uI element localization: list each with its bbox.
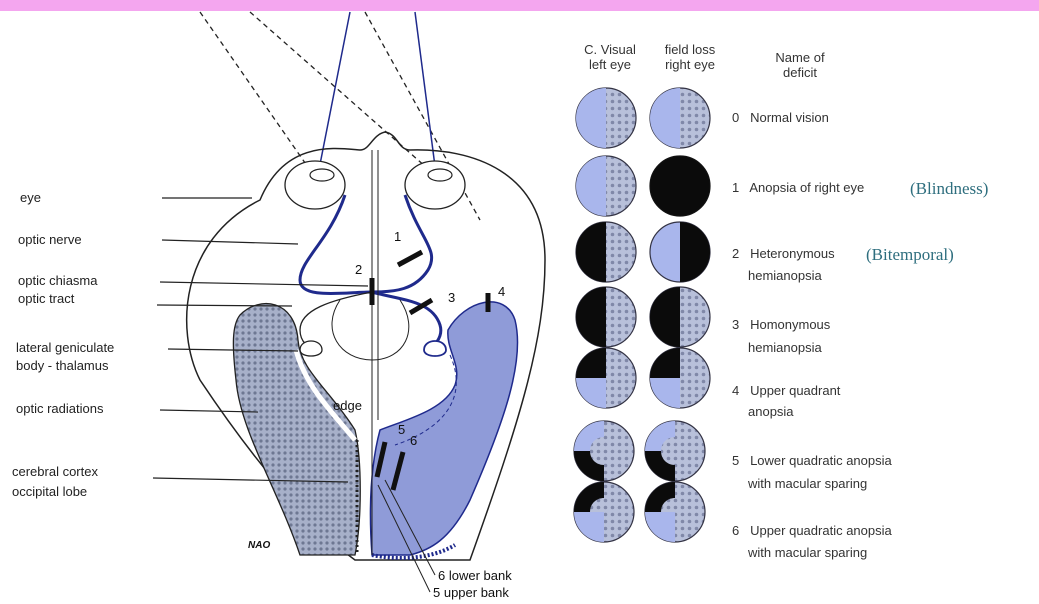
label-eye: eye: [20, 189, 41, 206]
right-optic-radiation: [370, 302, 517, 555]
header-right-eye: field loss right eye: [650, 42, 730, 72]
right-lateral-geniculate-body: [424, 341, 446, 356]
lesion-number-2: 2: [355, 262, 362, 277]
label-optic-radiations: optic radiations: [16, 400, 103, 417]
deficit-row-4-line2: anopsia: [748, 402, 794, 422]
label-optic-tract: optic tract: [18, 290, 74, 307]
deficit-number: 2: [732, 246, 739, 261]
deficit-row-3: 3 Homonymous: [732, 315, 830, 335]
dashed-ray-middle: [250, 12, 435, 175]
lesion-bar-1: [398, 252, 422, 265]
left-optic-radiation: [233, 304, 360, 555]
deficit-row-4: 4 Upper quadrant: [732, 381, 840, 401]
field-row-5: [574, 421, 705, 481]
deficit-name: Normal vision: [750, 110, 829, 125]
lower-bank-label: 6 lower bank: [438, 568, 512, 583]
deficit-row-2: 2 Heteronymous: [732, 244, 835, 264]
field-row-4: [576, 348, 710, 408]
header-col1-line1: C. Visual: [575, 42, 645, 57]
upper-bank-label: 5 upper bank: [433, 585, 509, 600]
lesion-number-3: 3: [448, 290, 455, 305]
deficit-number: 3: [732, 317, 739, 332]
field-row-6: [574, 482, 705, 542]
left-optic-nerve: [300, 195, 372, 294]
deficit-number: 4: [732, 383, 739, 398]
deficit-row-0: 0 Normal vision: [732, 108, 829, 128]
deficit-number: 6: [732, 523, 739, 538]
deficit-row-5: 5 Lower quadratic anopsia: [732, 451, 892, 471]
lesion-number-4: 4: [498, 284, 505, 299]
field-left-eye-2-loss: [576, 222, 606, 282]
deficit-number: 5: [732, 453, 739, 468]
lesion-number-6: 6: [410, 433, 417, 448]
field-right-eye-3-loss: [650, 287, 680, 347]
field-right-eye-4-loss: [650, 348, 680, 378]
artist-signature: NAO: [248, 540, 270, 551]
label-lgb-line2: body - thalamus: [16, 357, 109, 374]
label-cortex-line1: cerebral cortex: [12, 463, 98, 480]
header-col3-line2: deficit: [760, 65, 840, 80]
field-right-eye-4-lower: [650, 378, 680, 408]
header-left-eye: C. Visual left eye: [575, 42, 645, 72]
deficit-row-5-line2: with macular sparing: [748, 474, 867, 494]
field-left-eye-4-loss: [576, 348, 606, 378]
deficit-row-1: 1 Anopsia of right eye: [732, 178, 864, 198]
deficit-name: Lower quadratic anopsia: [750, 453, 892, 468]
label-cortex-line2: occipital lobe: [12, 483, 87, 500]
deficit-name: Anopsia of right eye: [749, 180, 864, 195]
field-row-2: [576, 222, 710, 282]
header-deficit-name: Name of deficit: [760, 50, 840, 80]
note-bitemporal: (Bitemporal): [866, 245, 954, 265]
deficit-name: Heteronymous: [750, 246, 835, 261]
label-optic-nerve: optic nerve: [18, 231, 82, 248]
field-left-eye-0-nasal: [576, 88, 606, 148]
left-eyeball: [285, 161, 345, 209]
label-lgb-line1: lateral geniculate: [16, 339, 114, 356]
chiasm-loop: [332, 300, 409, 360]
header-col2-line1: field loss: [650, 42, 730, 57]
lesion-number-1: 1: [394, 229, 401, 244]
right-eyeball: [405, 161, 465, 209]
lesion-number-5: 5: [398, 422, 405, 437]
optic-nerve-leader: [162, 240, 298, 244]
field-right-eye-1-blind: [650, 156, 710, 216]
right-optic-nerve: [372, 195, 432, 292]
deficit-number: 0: [732, 110, 739, 125]
deficit-number: 1: [732, 180, 739, 195]
header-col3-line1: Name of: [760, 50, 840, 65]
deficit-name: Upper quadrant: [750, 383, 840, 398]
header-col1-line2: left eye: [575, 57, 645, 72]
deficit-name: Homonymous: [750, 317, 830, 332]
field-right-eye-2-loss: [680, 222, 710, 282]
field-left-eye-6-lower: [574, 512, 604, 542]
note-blindness: (Blindness): [910, 179, 988, 199]
field-row-0: [576, 88, 710, 148]
deficit-row-2-line2: hemianopsia: [748, 266, 822, 286]
field-left-eye-3-loss: [576, 287, 606, 347]
edge-label: edge: [333, 398, 362, 413]
deficit-name: Upper quadratic anopsia: [750, 523, 892, 538]
deficit-row-6-line2: with macular sparing: [748, 543, 867, 563]
field-row-1: [576, 156, 710, 216]
field-left-eye-1-nasal: [576, 156, 606, 216]
field-right-eye-0-temporal: [650, 88, 680, 148]
header-col2-line2: right eye: [650, 57, 730, 72]
label-optic-chiasma: optic chiasma: [18, 272, 97, 289]
field-left-eye-4-lower: [576, 378, 606, 408]
field-right-eye-6-lower: [645, 512, 675, 542]
deficit-row-3-line2: hemianopsia: [748, 338, 822, 358]
dashed-ray-left: [200, 12, 310, 170]
left-lateral-geniculate-body: [300, 341, 322, 356]
field-row-3: [576, 287, 710, 347]
deficit-row-6: 6 Upper quadratic anopsia: [732, 521, 892, 541]
